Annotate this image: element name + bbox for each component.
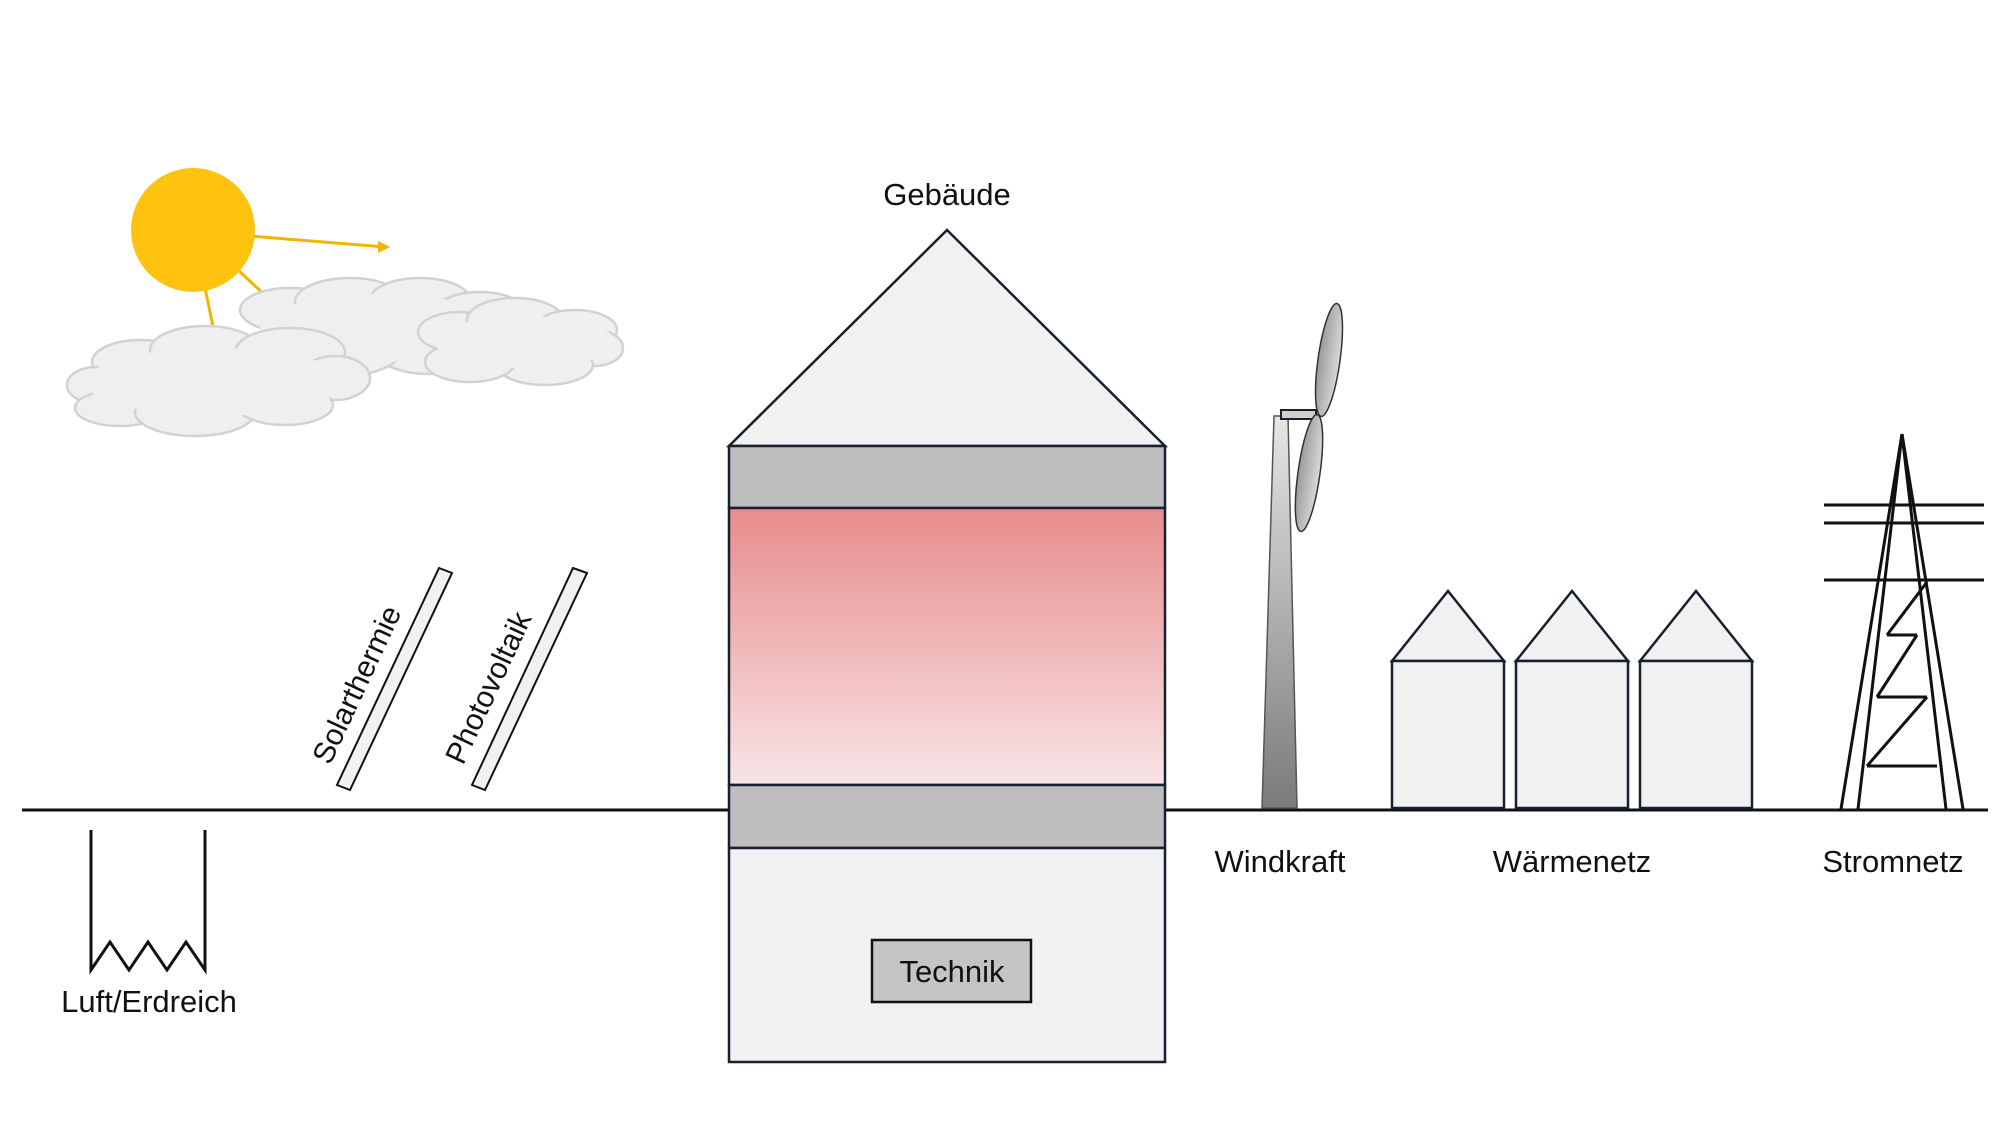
power-pylon-icon [1824, 433, 1984, 810]
house-icon [1389, 588, 1755, 810]
panel-icon [335, 566, 589, 792]
label-heat-grid: Wärmenetz [1493, 844, 1651, 879]
label-wind: Windkraft [1215, 844, 1346, 879]
label-air-ground: Luft/Erdreich [61, 984, 237, 1019]
sun-icon [131, 168, 390, 337]
roof [725, 228, 1169, 448]
building [725, 228, 1169, 1064]
ground-probe-icon [89, 830, 207, 975]
wind-turbine-icon [1261, 302, 1344, 809]
upper-slab [727, 444, 1167, 510]
label-power-grid: Stromnetz [1822, 844, 1963, 879]
technik-box [870, 938, 1033, 1004]
cloud-icon [65, 276, 625, 438]
heated-zone [727, 506, 1167, 787]
lower-slab [727, 783, 1167, 850]
label-building: Gebäude [883, 177, 1011, 212]
label-technology: Technik [899, 954, 1005, 989]
